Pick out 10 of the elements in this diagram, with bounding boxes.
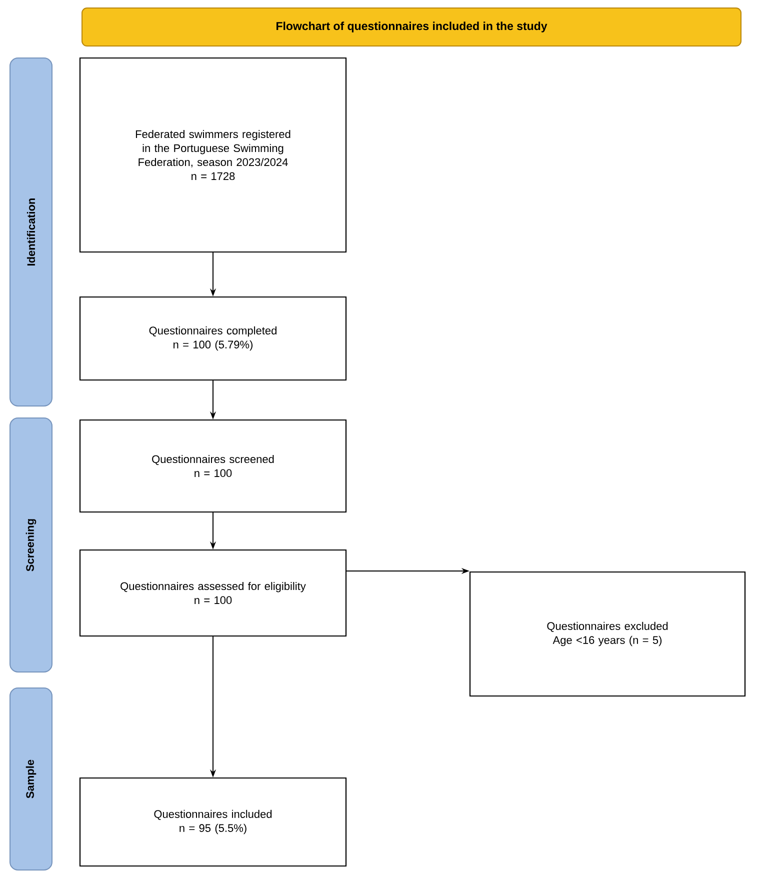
stage-band: Screening — [10, 418, 52, 672]
process-box: Federated swimmers registered in the Portuguese Swimming Federation, season 2023/2024 n = 1728 — [79, 57, 347, 253]
stage-band: Sample — [10, 688, 52, 870]
title-banner: Flowchart of questionnaires included in the study — [82, 8, 742, 46]
process-box: Questionnaires excluded Age <16 years (n = 5) — [469, 571, 746, 697]
process-box: Questionnaires screened n = 100 — [79, 419, 347, 513]
process-box: Questionnaires completed n = 100 (5.79%) — [79, 296, 347, 381]
process-box: Questionnaires included n = 95 (5.5%) — [79, 777, 347, 867]
process-box: Questionnaires assessed for eligibility n = 100 — [79, 549, 347, 637]
stage-band: Identification — [10, 58, 52, 406]
